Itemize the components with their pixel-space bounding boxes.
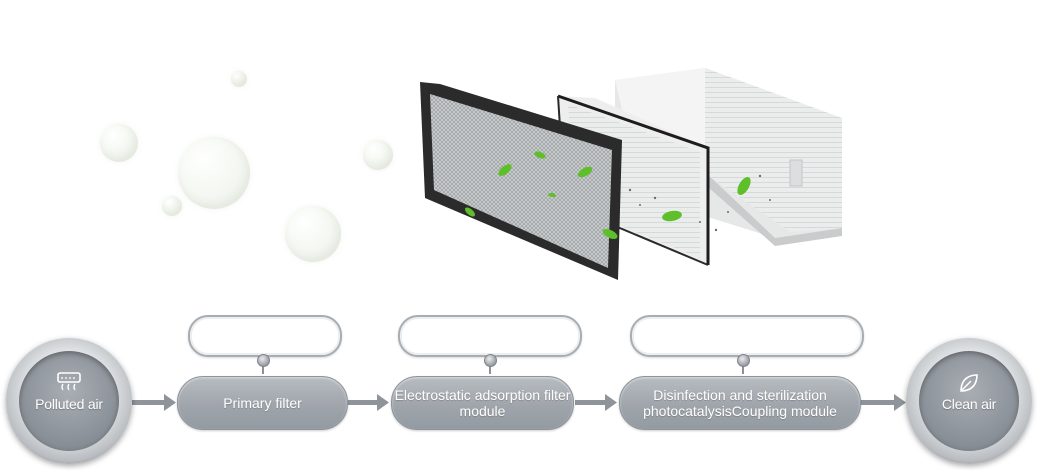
stage-3-callout — [630, 315, 864, 357]
stage-2-pill: Electrostatic adsorption filter module — [391, 376, 574, 430]
leaves — [465, 151, 751, 239]
stage-1-callout — [188, 315, 342, 357]
stage-3-pill: Disinfection and sterilization photocata… — [619, 376, 861, 430]
node-inner: Polluted air — [19, 351, 119, 451]
bubble — [363, 140, 393, 170]
clean-air-node: Clean air — [906, 338, 1032, 464]
stage-1-pill: Primary filter — [177, 376, 348, 430]
bubble — [162, 196, 182, 216]
bubble — [178, 137, 250, 209]
stage-1-knob — [257, 354, 270, 367]
stage-2-knob — [484, 354, 497, 367]
end-label: Clean air — [941, 396, 997, 412]
air-vent-icon — [57, 372, 81, 391]
start-label: Polluted air — [35, 396, 103, 412]
bubble — [231, 71, 247, 87]
leaf-icon — [960, 374, 978, 392]
node-inner: Clean air — [919, 351, 1019, 451]
dust-particles — [628, 174, 771, 232]
filter-layers-illustration — [420, 68, 842, 280]
bubble — [285, 206, 341, 262]
stage-2-callout — [398, 315, 582, 357]
polluted-air-node: Polluted air — [6, 338, 132, 464]
bubble — [100, 124, 138, 162]
stage-3-knob — [737, 354, 750, 367]
filter-panel-front — [420, 82, 622, 280]
